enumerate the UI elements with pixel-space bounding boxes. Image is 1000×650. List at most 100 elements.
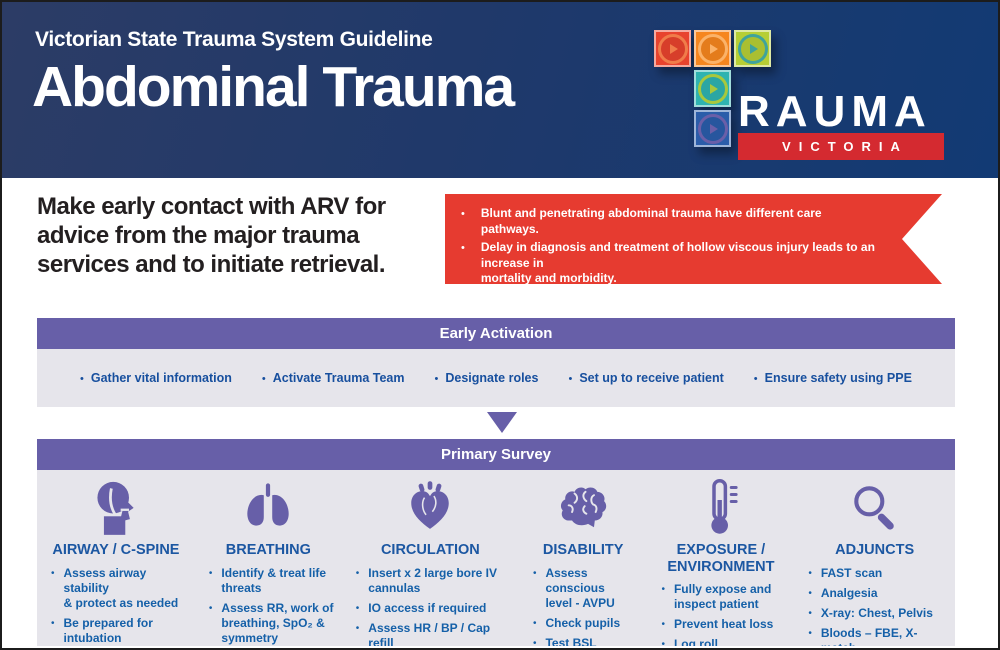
logo-tile-lime (734, 30, 771, 67)
list-item-text: Assess airway stability & protect as nee… (63, 565, 179, 610)
list-item: • Test BSL (533, 636, 642, 646)
page-title: Abdominal Trauma (32, 55, 515, 119)
column-heading: ADJUNCTS (835, 542, 915, 558)
list-item-text: Set up to receive patient (579, 371, 724, 385)
list-item: •X-ray: Chest, Pelvis (808, 606, 949, 621)
play-icon (737, 33, 768, 64)
bullet-icon: • (51, 617, 55, 629)
list-item-text: Ensure safety using PPE (764, 371, 912, 385)
list-item: • Analgesia (808, 586, 949, 601)
column-disability: DISABILITY • Assess conscious level - AVP… (519, 470, 648, 646)
early-activation-header: Early Activation (37, 318, 955, 349)
thermometer-icon (653, 478, 788, 536)
logo-tile-blue (694, 110, 731, 147)
bullet-icon: • (461, 208, 465, 220)
list-item-text: Assess conscious level - AVPU (545, 565, 615, 610)
logo-tile-teal (694, 70, 731, 107)
list-item: • Activate Trauma Team (262, 371, 405, 385)
list-item: • Set up to receive patient (568, 371, 723, 385)
column-exposure: EXPOSURE / ENVIRONMENT • Fully expose and… (647, 470, 794, 646)
bullet-icon: • (808, 627, 812, 639)
bullet-icon: • (808, 587, 812, 599)
list-item-text: Be prepared for intubation (63, 615, 153, 645)
column-adjuncts: ADJUNCTS •FAST scan•Analgesia•X-ray: Che… (794, 470, 955, 646)
list-item: •Insert x 2 large bore IV cannulas (356, 566, 513, 596)
play-icon (697, 113, 728, 144)
list-item-text: Check pupils (545, 615, 621, 630)
intro-lead: Make early contact with ARV for advice f… (37, 193, 386, 278)
magnifier-icon (800, 478, 949, 536)
bullet-icon: • (261, 373, 266, 385)
list-item: •Identify & treat life threats (209, 566, 336, 596)
list-item: • FAST scan (808, 566, 949, 581)
bullet-icon: • (208, 567, 213, 579)
bullet-icon: • (461, 291, 465, 304)
logo-region-bar: VICTORIA (738, 133, 944, 160)
column-heading: BREATHING (225, 542, 311, 558)
column-heading: EXPOSURE / ENVIRONMENT (667, 542, 775, 575)
alert-ribbon: • Blunt and penetrating abdominal trauma … (445, 194, 942, 284)
column-airway-cspine: AIRWAY / C-SPINE •Assess airway stabilit… (37, 470, 195, 646)
list-item: • Log roll (661, 637, 788, 646)
bullet-icon: • (661, 584, 665, 596)
list-item-text: IO access if required (368, 600, 487, 615)
list-item-text: Blunt and penetrating abdominal trauma h… (480, 206, 822, 236)
list-item-text: Log roll (673, 637, 718, 646)
bullet-icon: • (532, 567, 537, 579)
bullet-icon: • (355, 622, 360, 634)
list-item: • Be prepared for intubation (51, 616, 189, 646)
column-list: •Identify & treat life threats•Assess RR… (201, 566, 336, 646)
list-item: • Fully expose and inspect patient (661, 582, 788, 612)
brain-icon (525, 478, 642, 536)
bullet-icon: • (532, 637, 537, 646)
list-item: • Indications for emergency laparotomy re… (461, 290, 882, 321)
list-item-text: Bloods – FBE, X-match, U&E, Lactate, ABG (820, 625, 918, 646)
column-heading: AIRWAY / C-SPINE (52, 542, 180, 558)
play-icon (697, 73, 728, 104)
head-airway-icon (43, 478, 189, 536)
early-activation-panel: •Gather vital information•Activate Traum… (37, 349, 955, 407)
play-icon (657, 33, 688, 64)
list-item: •Assess airway stability & protect as ne… (51, 566, 189, 611)
bullet-icon: • (355, 602, 360, 614)
bullet-icon: • (355, 567, 360, 579)
list-item-text: X-ray: Chest, Pelvis (820, 605, 933, 620)
early-activation-title: Early Activation (439, 325, 553, 342)
column-heading: DISABILITY (542, 542, 624, 558)
bullet-icon: • (661, 639, 665, 646)
list-item-text: FAST scan (820, 565, 883, 580)
logo-tile-orange (694, 30, 731, 67)
list-item-text: Activate Trauma Team (272, 371, 405, 385)
list-item-text: Prevent heat loss (673, 617, 774, 632)
bullet-icon: • (434, 373, 439, 385)
logo-region-label: VICTORIA (782, 139, 908, 154)
list-item: • Check pupils (533, 616, 642, 631)
primary-survey-title: Primary Survey (440, 446, 552, 463)
alert-list: • Blunt and penetrating abdominal trauma … (461, 206, 882, 321)
list-item: • Assess conscious level - AVPU (533, 566, 642, 611)
early-activation-list: •Gather vital information•Activate Traum… (37, 349, 955, 407)
list-item: • Blunt and penetrating abdominal trauma … (461, 206, 882, 237)
list-item: • Prevent heat loss (661, 617, 788, 632)
list-item-text: Test BSL (545, 635, 597, 646)
bullet-icon: • (808, 567, 812, 579)
arrow-down-icon (487, 412, 517, 433)
guideline-eyebrow: Victorian State Trauma System Guideline (35, 28, 433, 51)
list-item-text: Assess RR, work of breathing, SpO₂ & sym… (221, 600, 334, 645)
bullet-icon: • (661, 619, 665, 631)
bullet-icon: • (568, 373, 573, 385)
list-item: •Designate roles (435, 371, 539, 385)
bullet-icon: • (208, 602, 213, 614)
list-item: • IO access if required (356, 601, 513, 616)
list-item: •Ensure safety using PPE (754, 371, 912, 385)
list-item-text: Analgesia (820, 585, 878, 600)
column-list: •FAST scan•Analgesia•X-ray: Chest, Pelvi… (800, 566, 949, 646)
lungs-icon (201, 478, 336, 536)
column-list: •Insert x 2 large bore IV cannulas•IO ac… (348, 566, 513, 646)
header-banner: Victorian State Trauma System Guideline … (2, 2, 998, 178)
column-heading: CIRCULATION (380, 542, 480, 558)
list-item-text: Fully expose and inspect patient (673, 582, 772, 612)
bullet-icon: • (532, 617, 537, 629)
column-list: • Fully expose and inspect patient • Preven… (653, 582, 788, 646)
list-item-text: Indications for emergency laparotomy rel… (480, 289, 832, 319)
